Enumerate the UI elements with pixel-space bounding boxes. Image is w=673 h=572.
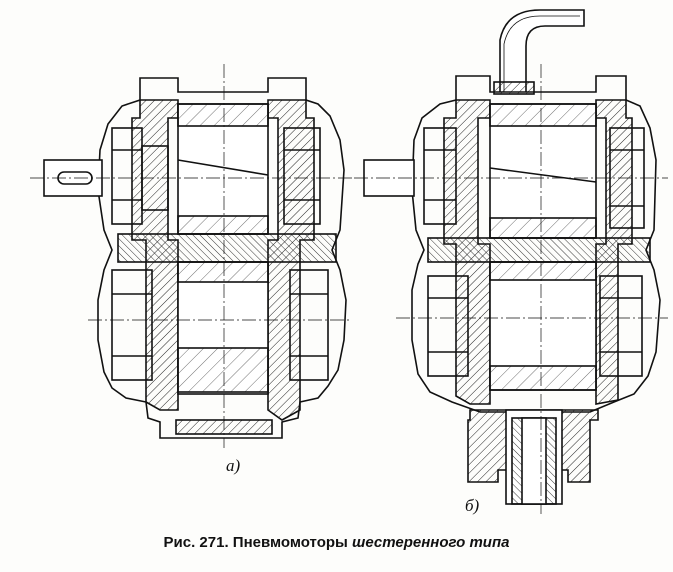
figure-caption: Рис. 271. Пневмомоторы шестеренного типа	[0, 534, 673, 551]
figure-number: Рис. 271.	[163, 534, 229, 551]
view-a-label: а)	[226, 456, 241, 475]
figure-title-italic: шестеренного типа	[352, 534, 510, 551]
view-a-motor	[43, 77, 347, 439]
figure-title-upright: Пневмомоторы	[232, 534, 348, 551]
view-b-motor	[363, 9, 661, 505]
view-b-label: б)	[465, 496, 480, 515]
